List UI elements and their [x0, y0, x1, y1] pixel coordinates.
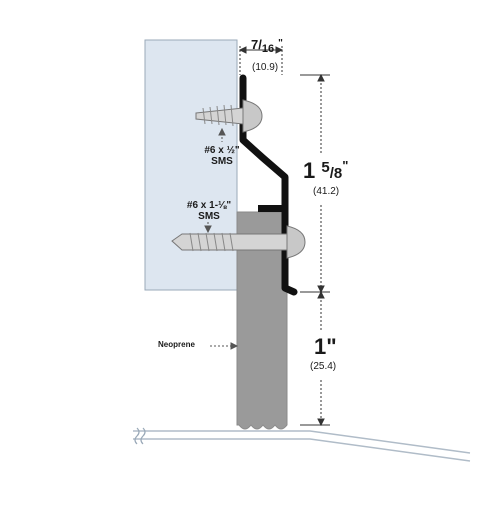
- lower-screw-leader: [204, 222, 212, 234]
- top-width-inch-mark: ": [278, 38, 283, 49]
- lower-screw-label: #6 x 1-⅛" SMS: [178, 200, 240, 222]
- top-width-label: 7/16": [251, 37, 283, 55]
- height-mm: (41.2): [313, 186, 340, 197]
- floor-break-mark: [134, 427, 146, 445]
- upper-screw-type: SMS: [211, 156, 233, 167]
- lower-screw: [171, 225, 306, 259]
- top-width-dimension: [238, 46, 284, 75]
- neoprene-insert: [236, 211, 288, 430]
- neoprene-label: Neoprene: [158, 340, 195, 349]
- height-numerator: 5: [321, 159, 330, 176]
- upper-screw-label: #6 x ½" SMS: [192, 145, 252, 167]
- top-width-mm: (10.9): [252, 62, 279, 73]
- upper-screw: [195, 99, 263, 133]
- retainer-tab: [258, 205, 287, 212]
- insert-dimension: [300, 290, 330, 427]
- upper-screw-size: #6 x ½": [204, 145, 240, 156]
- insert-mm: (25.4): [310, 361, 337, 372]
- height-denominator: 8: [333, 165, 343, 182]
- neoprene-leader: [210, 342, 239, 350]
- height-label: 1 5/8": [303, 158, 349, 183]
- top-width-numerator: 7: [251, 37, 259, 52]
- height-whole: 1: [303, 158, 316, 183]
- height-dimension: [300, 73, 330, 294]
- lower-screw-type: SMS: [198, 211, 220, 222]
- floor-threshold: [133, 430, 471, 462]
- top-width-denominator: 16: [261, 43, 275, 55]
- lower-screw-size: #6 x 1-⅛": [186, 200, 232, 211]
- height-inch-mark: ": [342, 158, 349, 173]
- insert-label: 1": [314, 334, 337, 359]
- upper-screw-leader: [218, 127, 226, 142]
